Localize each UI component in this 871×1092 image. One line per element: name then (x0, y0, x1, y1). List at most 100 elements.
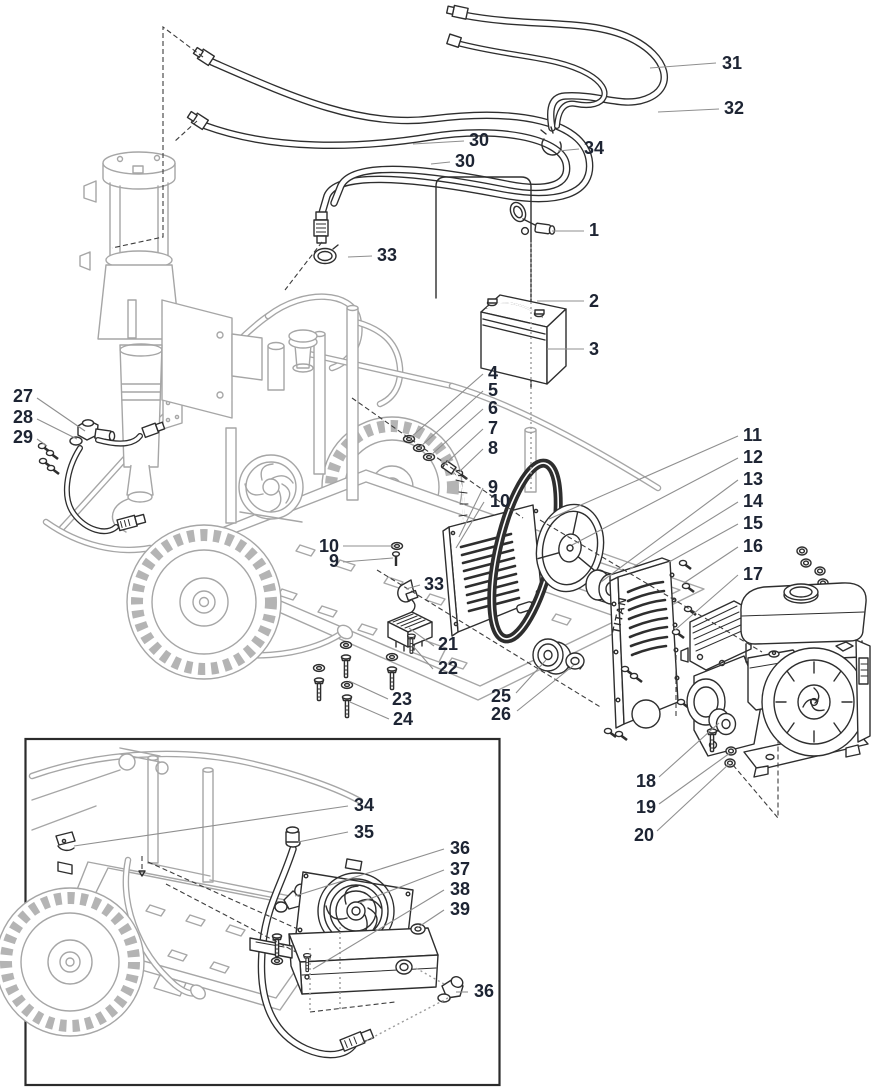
callout-number-24-32: 24 (393, 709, 413, 729)
elbow-fitting-36-lower (437, 976, 464, 1003)
callout-leader-27-23 (36, 397, 86, 432)
battery (480, 294, 567, 385)
sprayer-cart-body (42, 151, 705, 701)
callout-number-29-25: 29 (13, 427, 33, 447)
callout-number-32-1: 32 (724, 98, 744, 118)
callout-number-7-12: 7 (488, 418, 498, 438)
callout-leader-13-18 (600, 479, 739, 583)
callout-number-38-42: 38 (450, 879, 470, 899)
callout-number-10-26: 10 (319, 536, 339, 556)
callout-leader-34-38 (73, 805, 349, 847)
callout-leader-14-19 (629, 501, 739, 570)
idler-nut (565, 652, 585, 670)
callout-leader-31-0 (649, 62, 717, 69)
callout-number-19-36: 19 (636, 797, 656, 817)
callout-leader-10-15 (455, 501, 485, 549)
callout-leader-11-16 (548, 435, 739, 520)
callout-number-36-44: 36 (474, 981, 494, 1001)
callout-number-37-41: 37 (450, 859, 470, 879)
callout-number-12-17: 12 (743, 447, 763, 467)
callout-number-33-5: 33 (377, 245, 397, 265)
callout-number-9-27: 9 (329, 551, 339, 571)
callout-leader-23-31 (348, 680, 389, 700)
callout-leader-21-29 (408, 627, 435, 647)
callout-leader-39-43 (416, 909, 445, 929)
callout-number-4-9: 4 (488, 363, 498, 383)
callout-leader-22-30 (412, 645, 434, 670)
callout-layer: 3132343030331234567891011121314151617272… (13, 53, 763, 1001)
inset-dashes (138, 856, 449, 1044)
callout-number-5-10: 5 (488, 380, 498, 400)
callout-number-39-43: 39 (450, 899, 470, 919)
callout-leader-5-10 (419, 390, 484, 448)
callout-leader-32-1 (657, 108, 720, 113)
rear-wheel-left (126, 524, 282, 680)
hydraulic-hose-31-32 (445, 4, 668, 156)
callout-leader-7-12 (443, 428, 484, 466)
callout-number-11-16: 11 (743, 425, 762, 445)
callout-leader-12-17 (571, 457, 739, 546)
callout-leader-37-41 (358, 869, 445, 904)
callout-number-30-4: 30 (455, 151, 475, 171)
gas-engine (680, 582, 871, 778)
callout-number-23-31: 23 (392, 689, 412, 709)
callout-leader-20-37 (656, 763, 730, 832)
drive-pulley (535, 503, 605, 593)
callout-leader-16-21 (683, 546, 739, 584)
callout-number-8-13: 8 (488, 438, 498, 458)
callout-leader-24-32 (349, 701, 390, 720)
callout-number-33-28: 33 (424, 574, 444, 594)
callout-number-13-18: 13 (743, 469, 763, 489)
callout-number-17-22: 17 (743, 564, 763, 584)
callout-leader-19-36 (658, 752, 731, 805)
battery-hold-down-rod (435, 176, 532, 389)
callout-leader-4-9 (409, 373, 484, 439)
callout-number-14-19: 14 (743, 491, 763, 511)
hydraulic-hose-pair-30 (186, 46, 594, 244)
callout-number-34-2: 34 (584, 138, 604, 158)
callout-number-22-30: 22 (438, 658, 458, 678)
hose-coupler (339, 1028, 375, 1052)
callout-number-27-23: 27 (13, 386, 33, 406)
callout-number-9-14: 9 (488, 477, 498, 497)
callout-leader-29-25 (36, 438, 48, 447)
callout-leader-35-39 (297, 831, 349, 843)
callout-leader-36-40 (294, 848, 445, 897)
callout-leader-9-27 (342, 557, 394, 563)
callout-number-36-40: 36 (450, 838, 470, 858)
callout-number-30-3: 30 (469, 130, 489, 150)
callout-number-10-15: 10 (490, 491, 510, 511)
callout-leader-38-42 (312, 889, 445, 970)
callout-leader-30-4 (430, 161, 451, 165)
callout-leader-18-35 (658, 722, 720, 778)
callout-number-3-8: 3 (589, 339, 599, 359)
outer-belt-guard: TITAN (609, 557, 680, 729)
screw-9 (391, 551, 401, 566)
cooler-fan-main (238, 454, 304, 523)
callout-number-34-38: 34 (354, 795, 374, 815)
inset-cooler-assembly (55, 826, 464, 1059)
callout-leader-34-2 (557, 148, 580, 152)
callout-leader-25-33 (515, 659, 547, 694)
callout-leader-9-14 (458, 487, 484, 538)
callout-leader-26-34 (516, 664, 575, 712)
callout-number-20-37: 20 (634, 825, 654, 845)
callout-leader-28-24 (36, 418, 78, 440)
inset-detail-box (0, 737, 501, 1087)
hose-clamp-33-top (313, 244, 339, 265)
hydraulic-pump-tower (79, 151, 233, 533)
callout-leader-17-22 (674, 574, 739, 631)
callout-leader-6-11 (429, 408, 484, 457)
callout-leader-8-13 (458, 448, 484, 473)
callout-leader-33-5 (347, 255, 373, 258)
callout-number-18-35: 18 (636, 771, 656, 791)
callout-number-31-0: 31 (722, 53, 742, 73)
callout-number-15-20: 15 (743, 513, 763, 533)
callout-number-21-29: 21 (438, 634, 458, 654)
callout-number-16-21: 16 (743, 536, 763, 556)
exploded-parts: TITAN (37, 4, 871, 820)
callout-leader-33-28 (405, 584, 421, 590)
callout-number-25-33: 25 (491, 686, 511, 706)
